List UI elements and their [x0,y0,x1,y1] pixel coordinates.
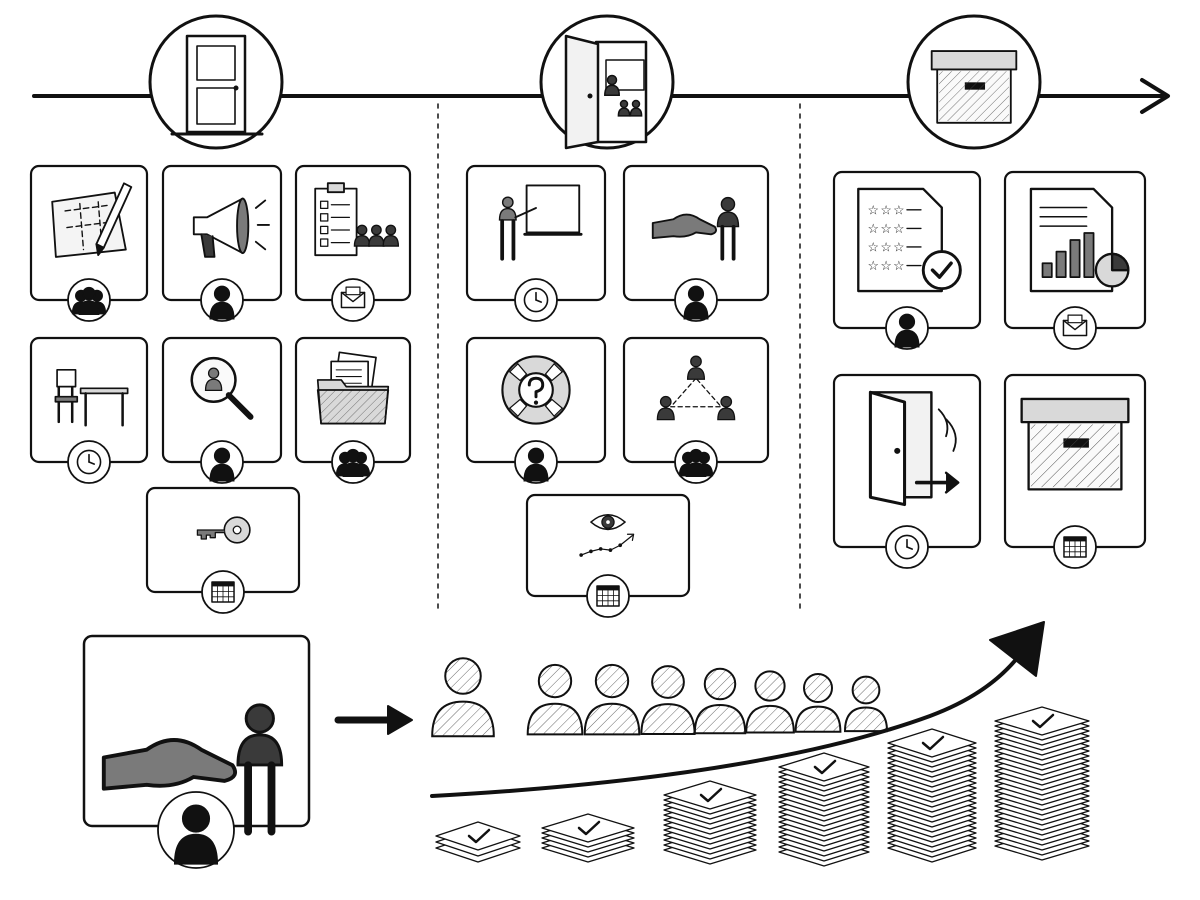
trend-arrow [430,621,1045,798]
card-before-checklist-team [294,164,412,322]
desk-chair-icon [54,369,129,427]
person-icon [583,663,641,736]
closed-door-icon [170,34,264,136]
card-arrival-eye-trend [525,493,691,618]
card-arrival-handshake-person [622,164,770,322]
svg-text:☆: ☆ [868,222,879,237]
phase-exit-marker [906,14,1042,150]
paper-stack [663,780,757,865]
clock-icon [67,440,111,484]
magnifier-person-icon [190,356,254,420]
megaphone-icon [192,197,270,258]
calendar-icon [201,570,245,614]
paper-stack [435,821,521,863]
svg-text:☆: ☆ [868,203,879,218]
handshake-person-icon [101,703,284,836]
card-before-key [145,486,301,614]
svg-text:☆: ☆ [893,222,904,237]
key-icon [196,516,251,544]
person-icon [693,667,747,735]
person-icon [640,665,696,736]
growth-arrow [334,705,413,735]
person-icon [745,670,795,734]
paper-stack [887,728,977,863]
paper-stack [778,752,870,867]
phase-before-marker [148,14,284,150]
team-icon [331,440,375,484]
phase-arrival-marker [539,14,675,150]
card-before-floor-plan-pencil [29,164,149,322]
closed-box-icon [1020,397,1130,491]
card-before-magnifier-person [161,336,283,484]
folder-documents-icon [316,351,390,425]
person-icon [200,440,244,484]
team-icon [674,440,718,484]
card-before-folder-documents [294,336,412,484]
exit-door-icon [868,390,960,507]
paper-stack [541,813,635,863]
card-arrival-lifebuoy-question [465,336,607,484]
checklist-team-icon [314,182,400,257]
clock-icon [514,278,558,322]
person-icon [843,675,889,733]
eye-trend-icon [579,514,635,557]
svg-text:☆: ☆ [868,259,879,274]
closed-box-icon [930,50,1018,124]
svg-text:☆: ☆ [893,203,904,218]
person-icon [885,306,929,350]
floor-plan-pencil-icon [51,182,133,258]
calendar-icon [586,574,630,618]
card-exit-closed-box [1003,373,1147,569]
timeline [32,14,1170,615]
svg-text:☆: ☆ [880,222,891,237]
diagram-root: ☆☆☆☆☆☆☆☆☆☆☆☆ [29,14,1170,869]
growth-section [82,621,1090,869]
card-exit-rating-document-check: ☆☆☆☆☆☆☆☆☆☆☆☆ [832,170,982,350]
handshake-person-icon [651,196,740,261]
person-icon [674,278,718,322]
card-arrival-network-people [622,336,770,484]
svg-text:☆: ☆ [893,259,904,274]
growth-start-card [82,634,311,869]
svg-text:☆: ☆ [893,241,904,256]
person-icon [526,663,584,736]
card-before-megaphone [161,164,283,322]
clock-icon [885,525,929,569]
presenter-whiteboard-icon [498,184,583,261]
lifebuoy-question-icon [501,355,571,425]
person-icon [794,673,842,733]
mail-icon [331,278,375,322]
card-before-desk-chair [29,336,149,484]
svg-text:☆: ☆ [880,203,891,218]
person-icon [200,278,244,322]
paper-stack [994,706,1090,861]
person-icon [431,657,495,738]
card-exit-exit-door [832,373,982,569]
card-arrival-presenter-whiteboard [465,164,607,322]
network-people-icon [656,355,736,421]
mail-icon [1053,306,1097,350]
paper-stacks [435,706,1090,867]
svg-text:☆: ☆ [880,259,891,274]
rating-document-check-icon: ☆☆☆☆☆☆☆☆☆☆☆☆ [857,187,962,293]
calendar-icon [1053,525,1097,569]
people-row [431,657,889,738]
person-icon [157,791,235,869]
svg-text:☆: ☆ [868,241,879,256]
open-door-with-presenter-icon [564,34,648,150]
team-icon [67,278,111,322]
report-charts-icon [1029,187,1130,293]
phase-cards: ☆☆☆☆☆☆☆☆☆☆☆☆ [29,164,1147,618]
svg-text:☆: ☆ [880,241,891,256]
card-exit-report-charts [1003,170,1147,350]
person-icon [514,440,558,484]
